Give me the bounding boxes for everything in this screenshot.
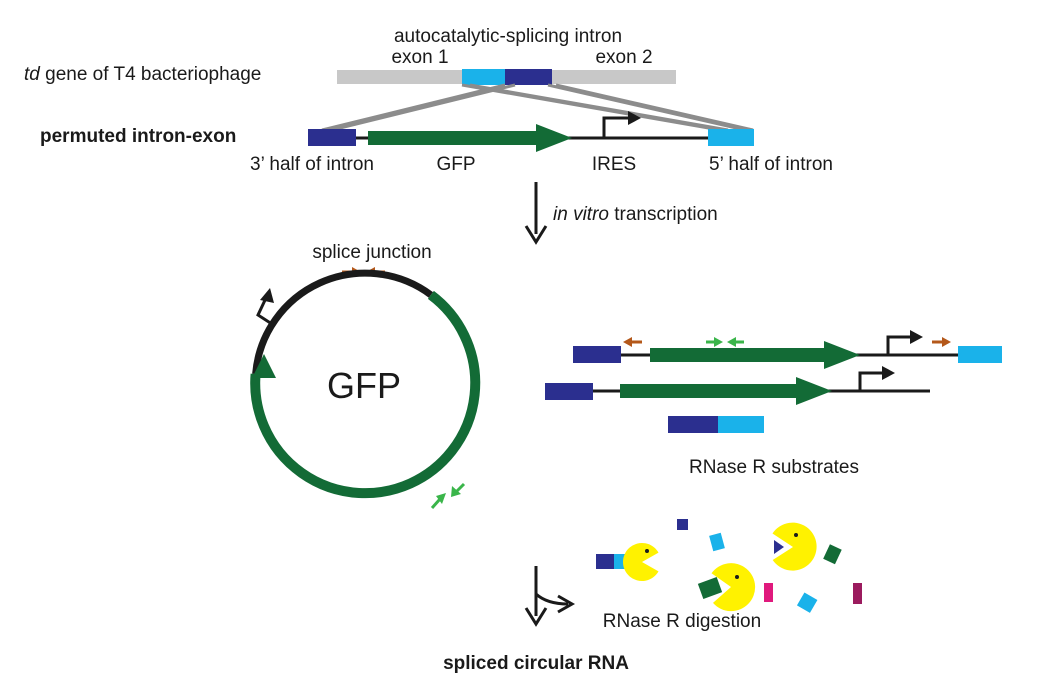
exon1-label: exon 1 [391, 47, 448, 68]
exon2-label: exon 2 [595, 47, 652, 68]
rnase-pacman-2 [697, 563, 756, 612]
intron-title-label: autocatalytic-splicing intron [394, 26, 622, 47]
construct-gfp-bar [368, 131, 540, 145]
td-exon1-light-block [462, 69, 506, 85]
in-vitro-transcription-label: in vitro transcription [553, 204, 718, 225]
crossing-lines [321, 83, 754, 132]
rnase-pacman-3 [772, 522, 817, 571]
substrate-3-intron-pair [668, 416, 764, 433]
half3-label: 3’ half of intron [250, 154, 374, 175]
circle-black-arc [252, 269, 433, 375]
ires-label: IRES [592, 154, 636, 175]
circle-gfp-label: GFP [327, 365, 401, 406]
rnase-digestion-label: RNase R digestion [603, 611, 761, 632]
circle-gfp-arc [250, 290, 481, 499]
construct-gfp-label: GFP [436, 154, 475, 175]
rnase-substrates-label: RNase R substrates [689, 457, 859, 478]
permuted-label: permuted intron-exon [40, 126, 236, 147]
transcription-arrow [524, 182, 548, 245]
construct-3-half-block [308, 129, 356, 146]
construct-ires-promoter-icon [602, 116, 630, 138]
circle-gfp-primers [430, 482, 466, 509]
construct-5-half-block [708, 129, 754, 146]
rnase-pacman-1 [596, 543, 659, 582]
substrate-2 [545, 366, 930, 405]
splice-junction-label: splice junction [312, 242, 431, 263]
digestion-fragments [677, 519, 862, 613]
substrate-1 [573, 330, 1002, 369]
half5-label: 5’ half of intron [709, 154, 833, 175]
circle-gfp-arrowhead [252, 354, 276, 378]
circle-ires-promoter-icon [256, 297, 276, 328]
circle-ires-arrowhead [260, 288, 274, 303]
td-exon-dark-block [505, 69, 552, 85]
spliced-circular-rna-label: spliced circular RNA [443, 653, 629, 674]
digestion-arrow [524, 566, 576, 627]
construct-gfp-arrowhead [536, 124, 572, 152]
td-gene-label: td gene of T4 bacteriophage [24, 64, 261, 85]
construct-ires-arrowhead [628, 111, 641, 125]
